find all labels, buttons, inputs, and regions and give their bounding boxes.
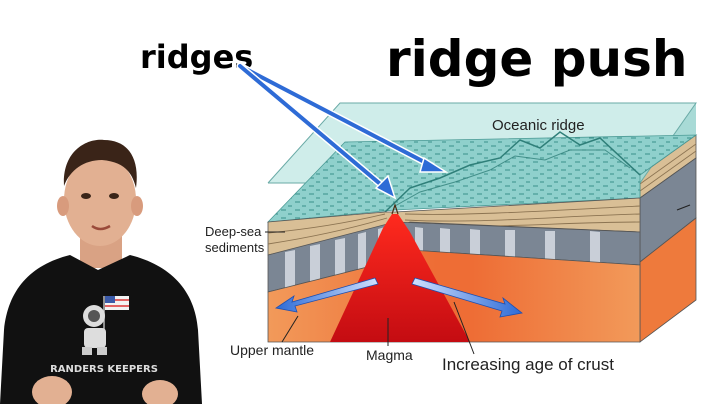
magma-label: Magma [366, 347, 413, 363]
shirt-text: RANDERS KEEPERS [50, 364, 158, 375]
left-hand [32, 376, 72, 404]
spreading-arrow-left [274, 277, 379, 313]
presenter: RANDERS KEEPERS [0, 139, 202, 404]
pointer-arrows [236, 62, 449, 200]
right-hand [142, 380, 178, 404]
upper-mantle-label: Upper mantle [230, 342, 314, 358]
crust-age-label: Increasing age of crust [442, 355, 614, 374]
block-diagram: Oceanic ridge Deep-sea sediments Upper m… [205, 102, 698, 374]
ridges-label: ridges [140, 38, 253, 76]
shirt-graphic: RANDERS KEEPERS [50, 296, 158, 375]
sediments-label-line2: sediments [205, 240, 265, 255]
slide-title: ridge push [386, 30, 687, 88]
magma-plume [330, 214, 470, 342]
presenter-head [64, 154, 136, 246]
pointer-arrow-lower [238, 64, 387, 190]
spreading-arrow-right [411, 277, 523, 318]
sediments-label-line1: Deep-sea [205, 224, 262, 239]
oceanic-ridge-label: Oceanic ridge [492, 117, 585, 134]
pointer-arrow-upper [238, 64, 434, 168]
ridge-crest [384, 131, 641, 213]
